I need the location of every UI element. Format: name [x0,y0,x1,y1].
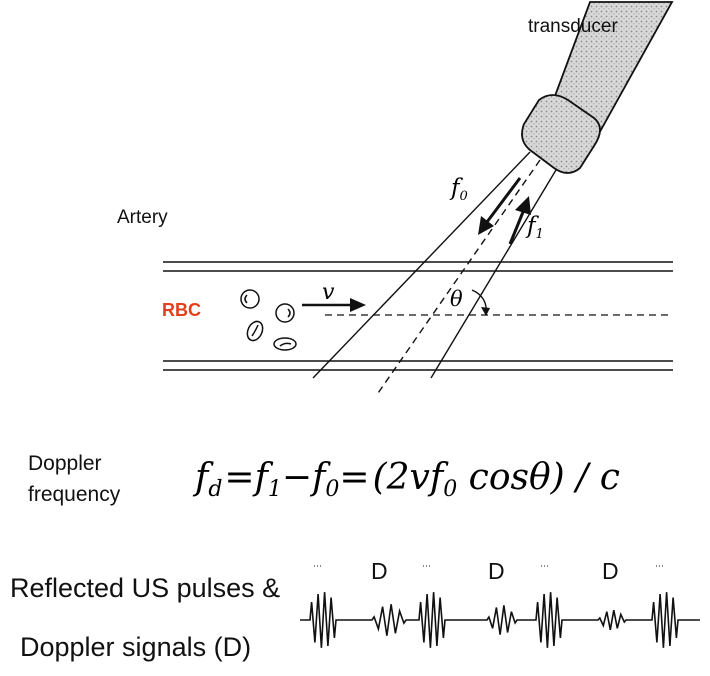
artery-walls [163,261,673,371]
angle-arc [471,289,490,316]
velocity-arrow [302,298,366,312]
doppler-signal-marker: D [371,558,388,584]
transducer-label: transducer [528,16,618,37]
rbc-label: RBC [162,300,201,320]
reflected-arrow [508,196,531,245]
rbc-cell [246,320,264,342]
f1-label: f1 [525,213,544,242]
f0-label: f0 [449,175,468,204]
doppler-frequency-label-line2: frequency [28,483,121,506]
velocity-label: v [322,280,335,305]
transmitted-arrow [478,177,522,235]
transducer-probe [521,1,674,174]
artery-label: Artery [117,207,168,228]
doppler-signal-marker: D [602,558,619,584]
rbc-cell [273,337,297,351]
doppler-equation: fd=f1−f0=(2vf0 cosθ) / c [192,457,620,502]
rbc-cell [275,303,295,323]
rbc-cell [240,289,260,309]
reflected-pulses-label-line1: Reflected US pulses & [10,573,281,603]
doppler-signal-marker: D [488,558,505,584]
red-blood-cells [240,289,297,351]
angle-label: θ [450,287,463,311]
pulse-waveform [300,592,700,648]
doppler-frequency-label-line1: Doppler [28,452,102,475]
ultrasound-beam [312,151,557,397]
reflected-pulses-label-line2: Doppler signals (D) [20,632,252,662]
